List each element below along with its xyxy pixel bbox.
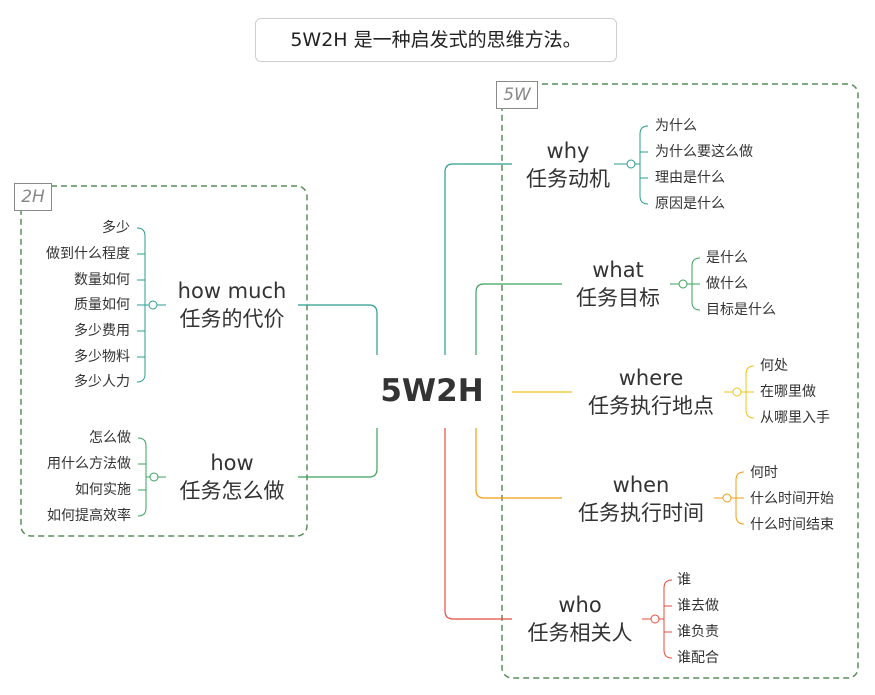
branch-why-line [444,163,512,355]
where-leaf-connectors [724,365,755,419]
when-item[interactable]: 什么时间结束 [750,517,834,533]
how-leaf-connectors [137,437,166,517]
topic-when-zh: 任务执行时间 [578,501,704,525]
how-much-item[interactable]: 多少物料 [74,349,130,365]
topic-what-zh: 任务目标 [576,286,660,310]
where-item[interactable]: 何处 [760,358,788,374]
when-item[interactable]: 什么时间开始 [750,491,834,507]
branch-how-line [298,428,378,478]
topic-where[interactable]: where 任务执行地点 [572,364,730,420]
who-item[interactable]: 谁配合 [677,650,719,666]
how-much-item[interactable]: 多少 [102,220,130,236]
topic-who-zh: 任务相关人 [527,621,633,645]
branch-howmuch-line [298,304,378,355]
topic-how[interactable]: how 任务怎么做 [166,449,298,505]
how-much-item[interactable]: 多少人力 [74,374,130,390]
when-leaf-connectors [714,471,745,525]
topic-why[interactable]: why 任务动机 [512,137,624,193]
topic-how-zh: 任务怎么做 [179,479,285,503]
howmuch-leaf-connectors [136,227,166,383]
why-leaf-connectors [614,125,649,205]
when-item[interactable]: 何时 [750,465,778,481]
why-item[interactable]: 原因是什么 [655,196,725,212]
topic-how-much-en: how much [177,279,287,303]
how-item[interactable]: 如何实施 [75,482,131,498]
topic-what-en: what [592,258,644,282]
topic-when[interactable]: when 任务执行时间 [562,471,720,527]
topic-where-zh: 任务执行地点 [588,394,714,418]
how-item[interactable]: 如何提高效率 [47,508,131,524]
page-title: 5W2H 是一种启发式的思维方法。 [255,18,617,62]
topic-what[interactable]: what 任务目标 [562,256,674,312]
who-leaf-connectors [642,579,673,659]
topic-how-much-zh: 任务的代价 [179,307,285,331]
topic-when-en: when [612,473,670,497]
how-much-item[interactable]: 数量如何 [74,272,130,288]
who-item[interactable]: 谁 [677,572,691,588]
who-item[interactable]: 谁负责 [677,624,719,640]
how-much-item[interactable]: 质量如何 [74,297,130,313]
branch-what-line [475,283,562,355]
how-much-item[interactable]: 做到什么程度 [46,246,130,262]
how-much-item[interactable]: 多少费用 [74,323,130,339]
why-item[interactable]: 为什么要这么做 [655,144,753,160]
boundary-2h [20,185,308,537]
topic-how-much[interactable]: how much 任务的代价 [166,277,298,333]
topic-why-zh: 任务动机 [526,167,610,191]
topic-who-en: who [558,593,602,617]
branch-when-line [475,428,562,499]
who-item[interactable]: 谁去做 [677,598,719,614]
branch-who-line [444,428,512,620]
what-item[interactable]: 是什么 [706,250,748,266]
topic-who[interactable]: who 任务相关人 [512,591,648,647]
central-topic[interactable]: 5W2H [380,373,484,409]
topic-why-en: why [546,139,590,163]
boundary-label-5w: 5W [496,81,538,109]
where-item[interactable]: 在哪里做 [760,384,816,400]
what-item[interactable]: 做什么 [706,276,748,292]
where-item[interactable]: 从哪里入手 [760,410,830,426]
topic-where-en: where [618,366,684,390]
how-item[interactable]: 怎么做 [89,430,131,446]
boundary-label-2h: 2H [14,183,52,211]
why-item[interactable]: 理由是什么 [655,170,725,186]
what-leaf-connectors [670,257,701,311]
how-item[interactable]: 用什么方法做 [47,456,131,472]
what-item[interactable]: 目标是什么 [706,302,776,318]
why-item[interactable]: 为什么 [655,118,697,134]
topic-how-en: how [210,451,254,475]
